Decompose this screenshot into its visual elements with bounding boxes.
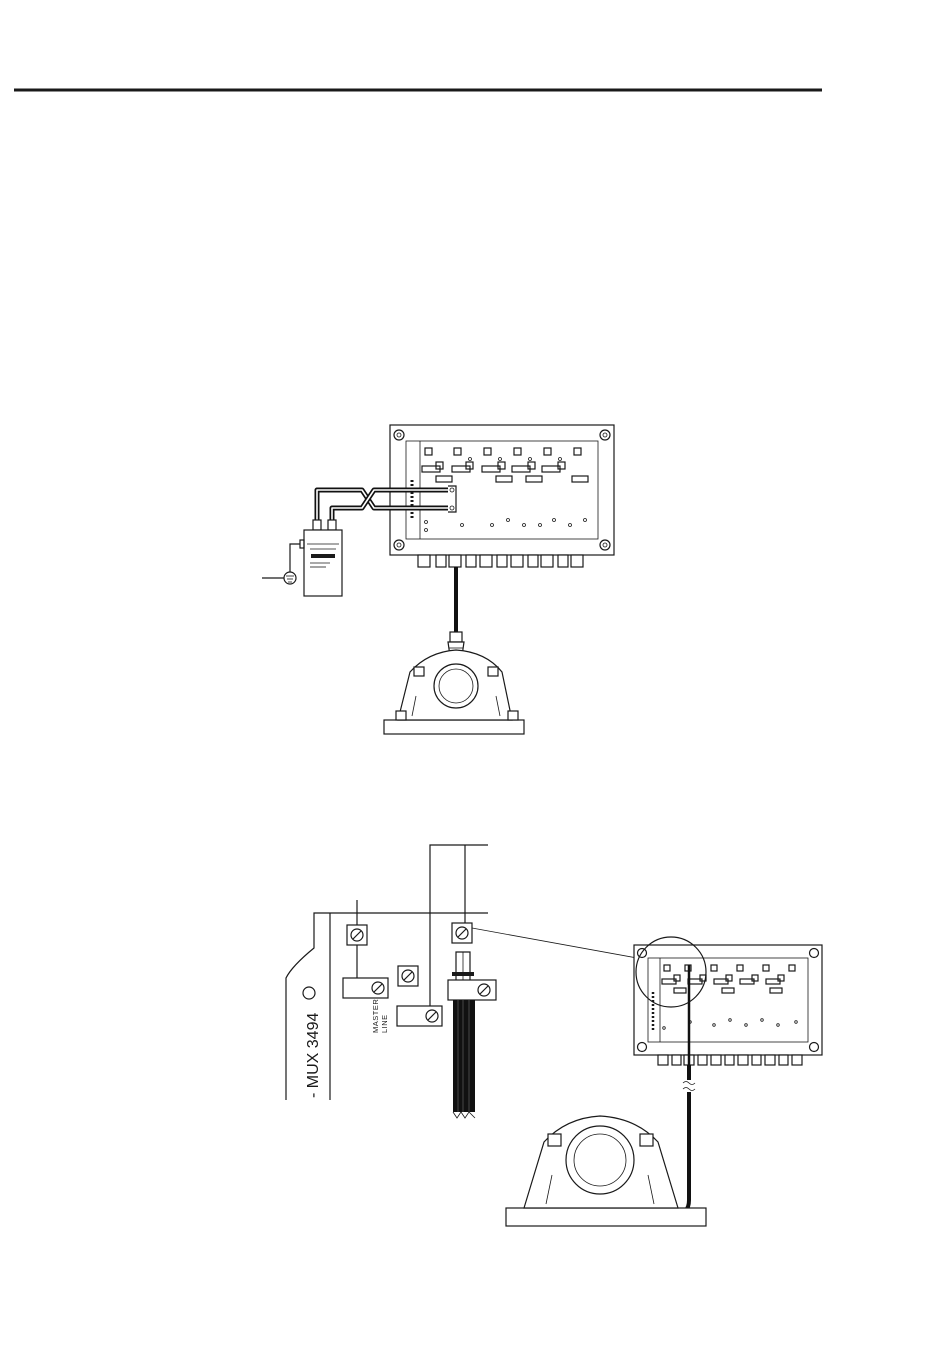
cable-glands-top xyxy=(418,555,583,567)
cable-bundle xyxy=(453,1000,475,1118)
sensor-cable-top xyxy=(448,567,464,656)
mux-label: - MUX 3494 xyxy=(305,1013,322,1098)
bottom-diagram: - MUX 3494 MASTER LINE xyxy=(286,845,822,1226)
top-diagram xyxy=(262,425,614,734)
preamplifier xyxy=(300,520,342,596)
bearing-housing-top xyxy=(384,650,524,734)
bearing-housing-bottom xyxy=(506,1116,706,1226)
junction-box-bottom xyxy=(634,945,822,1065)
junction-box-top xyxy=(390,425,614,567)
ground-symbol xyxy=(262,544,300,584)
line-label: LINE xyxy=(380,1014,389,1033)
master-label: MASTER xyxy=(371,999,380,1033)
